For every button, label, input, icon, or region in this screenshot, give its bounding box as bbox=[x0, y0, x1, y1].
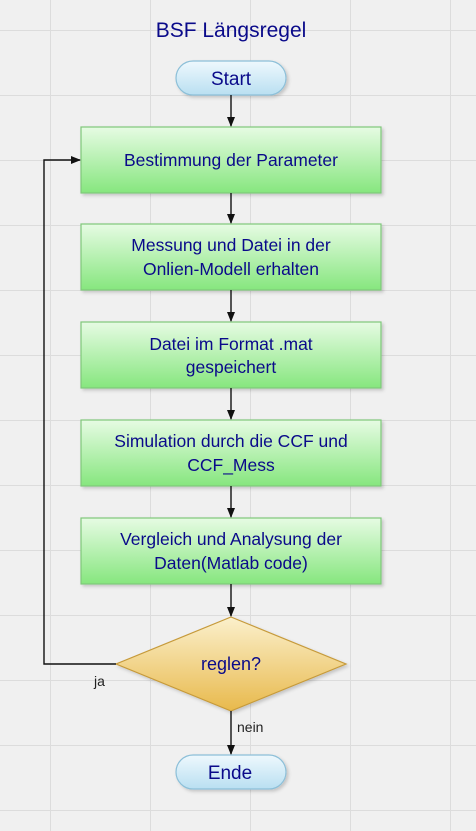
step-4-line-2: CCF_Mess bbox=[187, 455, 275, 476]
step-5-line-2: Daten(Matlab code) bbox=[154, 553, 308, 573]
no-label: nein bbox=[237, 719, 263, 735]
process-step-3: Datei im Format .mat gespeichert bbox=[80, 321, 382, 389]
step-5-line-1: Vergleich und Analysung der bbox=[120, 529, 342, 549]
decision-label: reglen? bbox=[201, 654, 261, 674]
step-2-line-1: Messung und Datei in der bbox=[131, 235, 331, 255]
step-1-text: Bestimmung der Parameter bbox=[124, 150, 338, 170]
decision-diamond: reglen? bbox=[114, 616, 348, 712]
process-step-5: Vergleich und Analysung der Daten(Matlab… bbox=[80, 517, 382, 585]
loop-back-arrow bbox=[43, 156, 116, 665]
step-4-line-1: Simulation durch die CCF und bbox=[114, 431, 347, 451]
end-terminal: Ende bbox=[175, 754, 287, 790]
end-label: Ende bbox=[208, 763, 252, 784]
start-terminal: Start bbox=[175, 60, 287, 96]
step-2-line-2: Onlien-Modell erhalten bbox=[143, 259, 319, 279]
start-label: Start bbox=[211, 69, 252, 90]
diagram-title: BSF Längsregel bbox=[156, 19, 307, 42]
step-3-line-1: Datei im Format .mat bbox=[149, 334, 312, 354]
process-step-2: Messung und Datei in der Onlien-Modell e… bbox=[80, 223, 382, 291]
step-3-line-2: gespeichert bbox=[186, 357, 277, 377]
process-step-4: Simulation durch die CCF und CCF_Mess bbox=[80, 419, 382, 487]
process-step-1: Bestimmung der Parameter bbox=[80, 126, 382, 194]
yes-label: ja bbox=[93, 673, 105, 689]
